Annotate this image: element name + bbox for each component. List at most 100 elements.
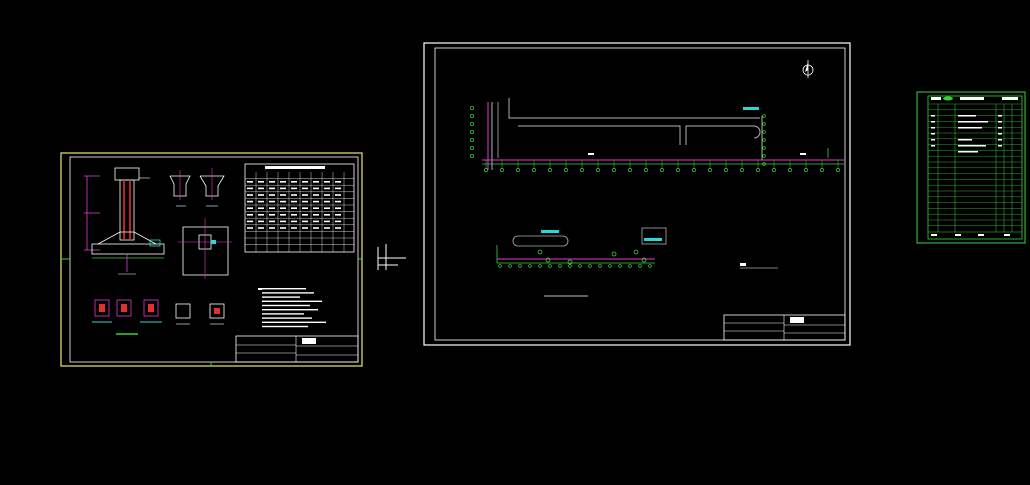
table-cell-mark xyxy=(258,207,264,209)
notes-line xyxy=(262,317,312,319)
fence-post xyxy=(762,114,766,118)
tree-symbol xyxy=(537,249,543,255)
fence-post xyxy=(608,264,612,268)
table-cell-mark xyxy=(324,214,330,216)
table-cell-mark xyxy=(258,181,264,183)
fence-post xyxy=(820,168,824,172)
fence-post xyxy=(644,168,648,172)
fence-post xyxy=(648,264,652,268)
index-entry-text xyxy=(958,151,978,153)
pier-details-row xyxy=(92,299,225,335)
table-cell-mark xyxy=(258,187,264,190)
foundation-detail-sheet[interactable] xyxy=(60,152,363,367)
table-cell-mark xyxy=(269,181,275,183)
drawing-index-sheet[interactable] xyxy=(916,91,1026,244)
table-cell-mark xyxy=(335,220,341,223)
table-cell-mark xyxy=(324,200,330,203)
table-cell-mark xyxy=(280,227,286,229)
table-cell-mark xyxy=(247,200,253,203)
sheet-outer-frame xyxy=(916,91,1026,244)
table-cell-mark xyxy=(269,214,275,216)
index-header-mark xyxy=(960,97,984,100)
title-block-sheet-1 xyxy=(235,335,359,363)
notes-line xyxy=(262,325,308,328)
drawing-index-table xyxy=(928,96,1022,236)
ucs-crosshair-icon xyxy=(377,244,406,270)
fence-post xyxy=(762,138,766,142)
fence-post xyxy=(660,168,664,172)
fence-post xyxy=(564,168,568,172)
table-cell-mark xyxy=(247,207,253,209)
table-cell-mark xyxy=(335,200,341,203)
fence-post xyxy=(762,154,766,158)
table-cell-mark xyxy=(313,214,319,216)
table-cell-mark xyxy=(313,187,319,190)
fence-post xyxy=(470,154,474,158)
table-cell-mark xyxy=(247,220,253,223)
site-plan-sheet[interactable] xyxy=(423,42,851,346)
fence-post xyxy=(470,122,474,126)
fence-post xyxy=(532,168,536,172)
table-cell-mark xyxy=(258,227,264,229)
index-entry-text xyxy=(958,139,972,141)
annotation-mark xyxy=(800,153,806,155)
fence-post xyxy=(676,168,680,172)
notes-line xyxy=(262,288,306,290)
fence-post xyxy=(724,168,728,172)
fence-post xyxy=(500,168,504,172)
fence-line-lower xyxy=(496,227,778,297)
footing-plan-view xyxy=(178,218,232,279)
fence-post xyxy=(638,264,642,268)
table-cell-mark xyxy=(269,227,275,229)
index-entry-sheet xyxy=(998,139,1002,141)
fence-post xyxy=(618,264,622,268)
table-cell-mark xyxy=(280,220,286,223)
table-cell-mark xyxy=(335,187,341,190)
fence-post xyxy=(508,264,512,268)
index-entry-number xyxy=(931,121,935,123)
index-entry-number xyxy=(931,133,935,135)
fence-post xyxy=(516,168,520,172)
table-cell-mark xyxy=(302,207,308,209)
table-cell-mark xyxy=(313,227,319,229)
tree-symbol xyxy=(633,249,639,255)
table-cell-mark xyxy=(302,181,308,183)
fence-post xyxy=(596,168,600,172)
table-cell-mark xyxy=(335,214,341,216)
table-cell-mark xyxy=(291,227,297,229)
fence-post xyxy=(470,130,474,134)
index-entry-sheet xyxy=(998,145,1002,147)
table-border xyxy=(244,163,355,253)
fence-post xyxy=(804,168,808,172)
column-elevation-detail xyxy=(84,167,165,275)
table-cell-mark xyxy=(335,194,341,196)
table-cell-mark xyxy=(258,194,264,196)
table-cell-mark xyxy=(291,214,297,216)
building-outline xyxy=(508,98,763,160)
table-cell-mark xyxy=(280,200,286,203)
fence-post xyxy=(628,264,632,268)
index-header-mark xyxy=(931,97,941,100)
index-entry-sheet xyxy=(998,127,1002,129)
table-cell-mark xyxy=(280,194,286,196)
fence-post xyxy=(762,130,766,134)
fence-post xyxy=(548,168,552,172)
tree-symbol xyxy=(567,259,573,265)
notes-line xyxy=(262,321,326,323)
index-entry-text xyxy=(958,127,982,129)
table-cell-mark xyxy=(313,220,319,223)
general-notes-block xyxy=(258,288,326,328)
table-cell-mark xyxy=(247,227,253,229)
index-entry-sheet xyxy=(998,133,1002,135)
fence-post xyxy=(470,146,474,150)
fence-post xyxy=(612,168,616,172)
fence-post xyxy=(578,264,582,268)
fence-post xyxy=(762,146,766,150)
table-cell-mark xyxy=(258,214,264,216)
table-cell-mark xyxy=(258,200,264,203)
index-entry-number xyxy=(931,127,935,129)
table-cell-mark xyxy=(302,187,308,190)
fence-post xyxy=(470,106,474,110)
table-cell-mark xyxy=(269,187,275,190)
